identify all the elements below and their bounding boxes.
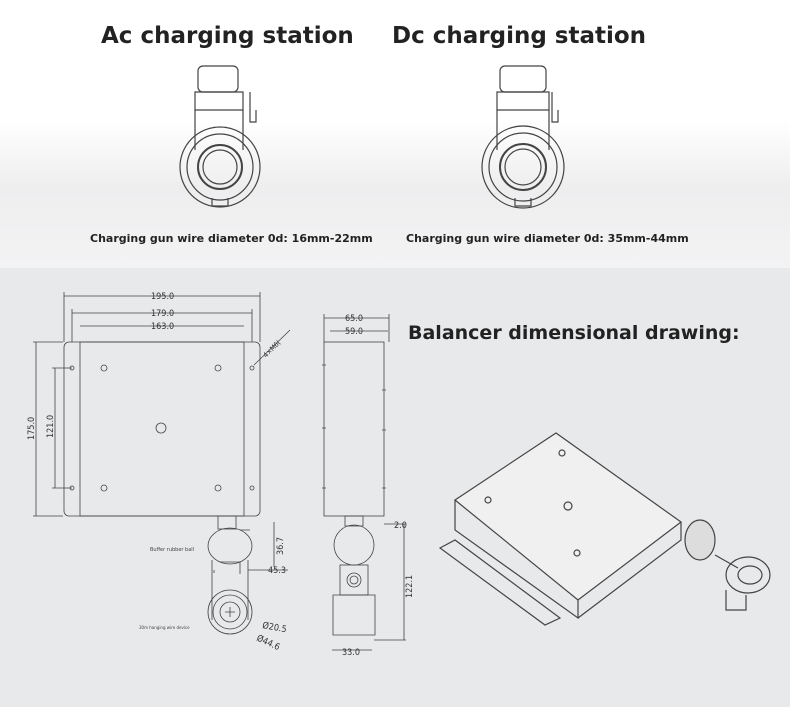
dim-44-6: Ø44.6 [255,633,282,653]
dim-179: 179.0 [151,309,174,319]
dim-121: 121.0 [46,415,56,438]
dim-20-5: Ø20.5 [261,620,287,635]
dim-163b: 163.0 [151,322,174,332]
dim-2: 2.0 [394,521,407,531]
top-panel [0,0,790,268]
front-view-drawing [33,292,291,635]
ball-label: Buffer rubber ball [150,547,194,553]
dim-175: 175.0 [27,417,37,440]
dim-36-7: 36.7 [276,537,286,555]
drawing-title: Balancer dimensional drawing: [408,322,740,344]
dc-caption: Charging gun wire diameter 0d: 35mm-44mm [406,232,689,245]
ac-clamp-drawing [179,65,261,208]
dim-33: 33.0 [342,648,360,658]
screw-label: 4×M6( [262,339,283,360]
dim-45-3: 45.3 [268,566,286,576]
dim-65: 65.0 [345,314,363,324]
dim-59: 59.0 [345,327,363,337]
ac-title: Ac charging station [101,23,354,49]
isometric-drawing [438,432,771,626]
side-view-drawing [322,314,406,651]
ac-caption: Charging gun wire diameter 0d: 16mm-22mm [90,232,373,245]
dim-122-1: 122.1 [405,575,415,598]
dim-195: 195.0 [151,292,174,302]
dc-clamp-drawing [481,65,565,209]
bottom-panel [0,268,790,707]
dimension-labels: 195.0 179.0 163.0 175.0 121.0 4×M6( 36.7… [27,292,415,658]
device-label: 30m hanging wire device [139,625,190,630]
dc-title: Dc charging station [392,23,647,49]
